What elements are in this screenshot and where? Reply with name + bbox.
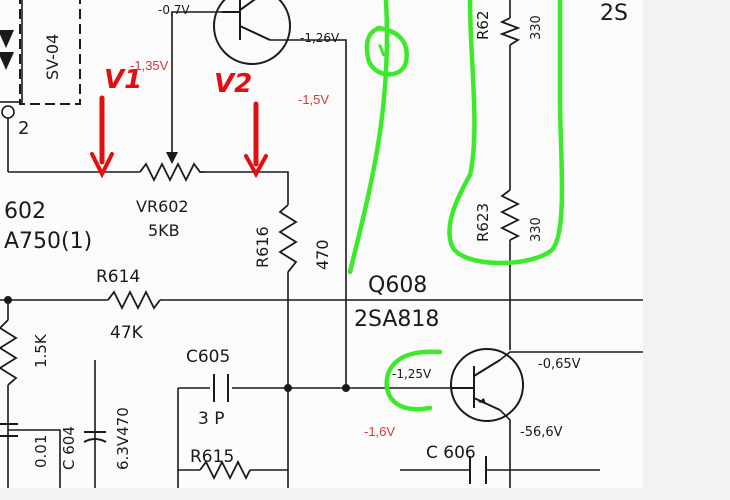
r616-name: R616 (253, 226, 272, 268)
green-highlighter-marks: V (347, 0, 565, 412)
c604-name: C 604 (60, 426, 78, 470)
wiper-arrow-icon (166, 152, 178, 164)
r615-name: R615 (190, 447, 234, 467)
v2-arrow-head (244, 154, 268, 179)
wire-collector-down (270, 39, 347, 388)
c604-value: 0.01 (32, 435, 50, 468)
q608-transistor: Q608 2SA818 -1,25V -0,65V -56,6V (354, 273, 581, 440)
r623-zigzag (499, 189, 521, 241)
r62-value: 330 (529, 15, 544, 40)
sv-label: SV-04 (43, 34, 62, 80)
c605-capacitor: C605 3 P (186, 347, 230, 429)
r614-name: R614 (96, 267, 140, 287)
red-vr-left-voltage: -1,35V (130, 58, 169, 73)
q608-collector-voltage: -0,65V (538, 357, 581, 372)
vr602-name: VR602 (136, 197, 189, 216)
pin-2-terminal (1, 105, 15, 119)
r616-value: 470 (313, 239, 332, 270)
r623-value: 330 (529, 217, 544, 242)
c606-plates (469, 456, 487, 484)
sv-04-module: SV-04 2 (0, 0, 81, 139)
r615-resistor: R615 (190, 447, 251, 481)
r62-resistor: R62 330 (474, 10, 544, 46)
vr602-zigzag (139, 161, 205, 183)
c605-plates (213, 374, 229, 402)
q608-emitter-arrow-icon (478, 398, 486, 404)
r616-zigzag (278, 204, 298, 273)
junction-dot (4, 296, 12, 304)
pin-2-label: 2 (18, 118, 29, 139)
red-q608-base-voltage: -1,6V (364, 424, 395, 439)
electrolytic-capacitor: 6.3V470 (83, 407, 132, 470)
transistor-leads (222, 0, 271, 41)
electrolytic-plates (83, 431, 107, 443)
c604-plates (0, 423, 18, 437)
r62-zigzag (499, 17, 521, 46)
vr602-value: 5KB (148, 221, 180, 240)
r-1k5-zigzag (0, 319, 18, 386)
sv-box (19, 0, 81, 105)
r614-value: 47K (110, 323, 144, 343)
r614-zigzag (107, 289, 161, 311)
red-mid-voltage: -1,5V (298, 92, 329, 107)
c605-value: 3 P (198, 409, 224, 429)
zener-icon (0, 30, 14, 70)
collector-voltage: -1,26V (300, 31, 340, 45)
green-loop-v (364, 25, 409, 77)
r615-zigzag (199, 459, 251, 481)
q608-emitter-voltage: -56,6V (520, 425, 563, 440)
sv-inner (0, 0, 23, 103)
top-transistor: -0,7V -1,26V (158, 0, 340, 65)
wire-c604 (8, 429, 61, 488)
r-1k5-resistor: 1.5K (0, 319, 50, 386)
q608-body (450, 348, 524, 422)
r623-resistor: R623 330 (474, 189, 544, 242)
green-bracket-q608 (384, 349, 443, 412)
green-stroke-left (347, 0, 390, 275)
red-annotations: V1 V2 -1,35V -1,5V -1,6V (90, 58, 395, 439)
q608-leads (452, 359, 501, 411)
c606-capacitor: C 606 (426, 443, 487, 484)
junction-dot (342, 384, 350, 392)
transistor-body (213, 0, 291, 65)
v1-arrow-head (90, 152, 114, 179)
q608-base-voltage: -1,25V (392, 367, 432, 381)
r616-resistor: R616 470 (253, 204, 332, 273)
c606-name: C 606 (426, 443, 476, 463)
r623-name: R623 (474, 203, 492, 242)
electrolytic-value: 6.3V470 (114, 407, 132, 470)
junction-dot (284, 384, 292, 392)
q608-type: 2SA818 (354, 307, 439, 332)
vr602-potentiometer: VR602 5KB (136, 152, 205, 240)
q602-type: A750(1) (4, 229, 92, 254)
q602-name: 602 (4, 199, 46, 224)
base-voltage: -0,7V (158, 3, 190, 17)
r614-resistor: R614 47K (96, 267, 161, 343)
wire-q608-emitter (499, 409, 511, 488)
r-1k5-value: 1.5K (32, 333, 50, 368)
green-outline-r623 (447, 0, 565, 266)
c605-name: C605 (186, 347, 230, 367)
wire-q608-collector (499, 351, 643, 361)
junctions (4, 296, 350, 392)
q608-name: Q608 (368, 273, 427, 298)
schematic-paper (0, 0, 643, 488)
v1-label: V1 (104, 65, 142, 95)
wires (0, 0, 643, 488)
c604-capacitor: 0.01 C 604 (0, 423, 78, 470)
r62-name: R62 (474, 10, 492, 40)
green-v-label: V (378, 41, 391, 60)
wire-wiper-up (171, 11, 222, 160)
v2-label: V2 (214, 69, 252, 99)
top-right-part-label: 2S (600, 1, 628, 26)
wire-vr602-right (205, 171, 289, 205)
